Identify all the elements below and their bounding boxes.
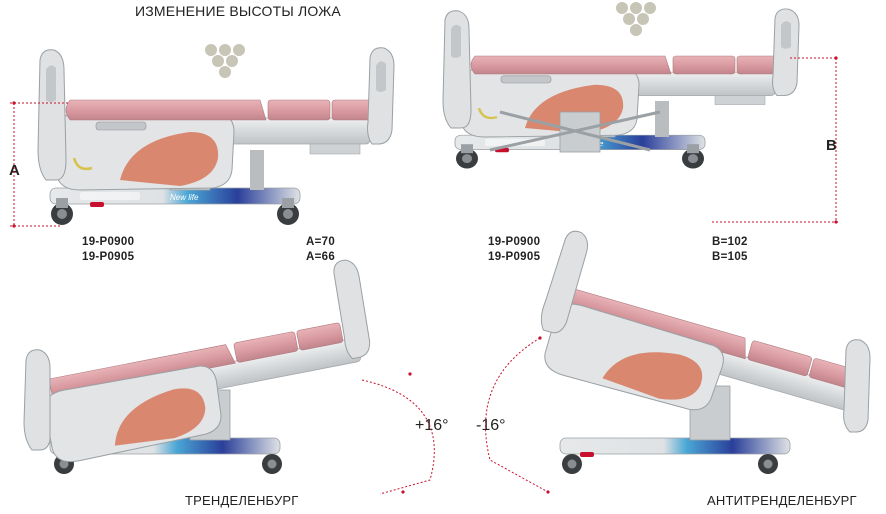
height-value: B=105	[712, 251, 748, 263]
model-code: 19-P0905	[82, 251, 135, 263]
tilt-angle-positive: +16°	[415, 417, 449, 434]
caption-antitrendelenburg: АНТИТРЕНДЕЛЕНБУРГ	[707, 493, 857, 508]
height-value: B=102	[712, 236, 748, 248]
dimension-letter-a: A	[9, 162, 20, 179]
height-value: A=66	[306, 251, 336, 263]
bed-antitrendelenburg	[485, 230, 871, 494]
model-code: 19-P0900	[488, 236, 541, 248]
tilt-angle-negative: -16°	[476, 417, 506, 434]
bed-low-position	[10, 44, 396, 228]
height-value: A=70	[306, 236, 336, 248]
model-code: 19-P0900	[82, 236, 135, 248]
model-code: 19-P0905	[488, 251, 541, 263]
dimension-letter-b: B	[826, 137, 837, 154]
bed-high-position	[441, 2, 838, 224]
page-title: ИЗМЕНЕНИЕ ВЫСОТЫ ЛОЖА	[135, 3, 341, 19]
caption-trendelenburg: ТРЕНДЕЛЕНБУРГ	[185, 493, 299, 508]
bed-trendelenburg	[23, 259, 435, 495]
